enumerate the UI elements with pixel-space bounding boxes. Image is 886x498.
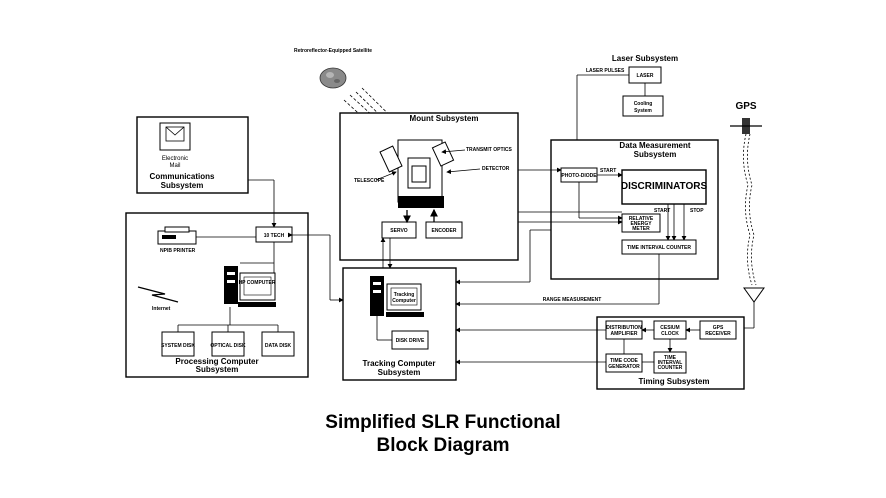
- discriminators-box: [621, 169, 707, 205]
- optical-disk: OPTICAL DISK: [210, 331, 246, 357]
- disk-drive-label: DISK DRIVE: [396, 338, 425, 344]
- photodiode-label: PHOTO-DIODE: [561, 173, 597, 179]
- satellite-icon: [319, 67, 347, 89]
- data-disk: DATA DISK: [261, 331, 295, 357]
- tcg-label-1: TIME CODE: [610, 358, 638, 364]
- tracking-subsystem: Tracking Computer DISK DRIVE Tracking Co…: [342, 267, 457, 381]
- mount-label: Mount Subsystem: [410, 114, 479, 123]
- computer-label: HP COMPUTER: [239, 280, 276, 286]
- internet-label: Internet: [152, 306, 171, 312]
- timing-label: Timing Subsystem: [639, 377, 710, 386]
- communications-label-1: Communications: [150, 172, 215, 181]
- laser-label: LASER: [637, 73, 654, 79]
- gps-antenna-icon: [743, 287, 765, 303]
- telescope-label: TELESCOPE: [354, 178, 385, 184]
- energy-label-2: ENERGY: [630, 221, 652, 227]
- timing-tic-label-3: COUNTER: [658, 365, 683, 371]
- printer-label: NPIB PRINTER: [160, 248, 196, 254]
- email-label-2: Mail: [169, 163, 180, 169]
- transmit-optics-label: TRANSMIT OPTICS: [466, 147, 512, 153]
- optical-disk-label: OPTICAL DISK: [210, 343, 246, 349]
- communications-label-2: Subsystem: [161, 181, 204, 190]
- energy-label-3: METER: [632, 226, 650, 232]
- tracking-label-1: Tracking Computer: [363, 359, 436, 368]
- lightning-icon: [137, 286, 179, 303]
- tic-label: TIME INTERVAL COUNTER: [627, 245, 691, 251]
- laser-pulses-label: LASER PULSES: [586, 68, 625, 74]
- gps-receiver-label-1: GPS: [713, 325, 724, 331]
- tracking-tower-icon: [370, 276, 384, 316]
- laser-subsystem-label: Laser Subsystem: [612, 54, 678, 63]
- timing-tic-label-2: INTERVAL: [658, 360, 683, 366]
- keyboard-icon: [238, 302, 276, 307]
- gps-label: GPS: [735, 101, 756, 112]
- processing-label-1: Processing Computer: [175, 357, 258, 366]
- tcg-label-2: GENERATOR: [608, 364, 640, 370]
- tracking-keyboard-icon: [386, 312, 424, 317]
- servo-box: [381, 221, 417, 239]
- gps-receiver-label-2: RECEIVER: [705, 331, 731, 337]
- satellite-label: Retroreflector-Equipped Satellite: [294, 48, 372, 54]
- processing-label-2: Subsystem: [196, 365, 239, 374]
- encoder-label: ENCODER: [431, 228, 456, 234]
- timing-tic-label-1: TIME: [664, 355, 677, 361]
- tracking-computer-label-1: Tracking: [394, 292, 415, 298]
- diagram-title-line1: Simplified SLR Functional: [325, 412, 560, 433]
- discriminators-label: DISCRIMINATORS: [621, 181, 708, 192]
- data-measurement-subsystem: Data Measurement Subsystem PHOTO-DIODE S…: [550, 139, 719, 280]
- satellite: Retroreflector-Equipped Satellite: [294, 48, 372, 89]
- range-measurement-label: RANGE MEASUREMENT: [543, 297, 602, 303]
- servo-label: SERVO: [390, 228, 408, 234]
- tracking-label-2: Subsystem: [378, 368, 421, 377]
- stop-label: STOP: [690, 208, 704, 214]
- distribution-label-2: AMPLIFIER: [611, 331, 638, 337]
- start-label: START: [600, 168, 616, 174]
- dm-label-2: Subsystem: [634, 150, 677, 159]
- dm-label-1: Data Measurement: [619, 141, 690, 150]
- timing-subsystem: DISTRIBUTION AMPLIFIER CESIUM CLOCK GPS …: [596, 316, 745, 390]
- cesium-label-2: CLOCK: [661, 331, 679, 337]
- cooling-label-1: Cooling: [634, 101, 653, 107]
- modem-label: 10 TECH: [264, 233, 285, 239]
- cooling-box: [622, 95, 664, 117]
- system-disk-label: SYSTEM DISK: [161, 343, 195, 349]
- pc-tower-icon: [224, 266, 238, 304]
- cooling-label-2: System: [634, 108, 652, 114]
- processing-subsystem: NPIB PRINTER 10 TECH HP COMPUTER Interne…: [125, 212, 309, 378]
- tracking-computer-label-2: Computer: [392, 298, 416, 304]
- communications-subsystem: Electronic Mail Communications Subsystem: [136, 116, 249, 194]
- distribution-label-1: DISTRIBUTION: [606, 325, 642, 331]
- email-label-1: Electronic: [162, 156, 188, 162]
- start2-label: START: [654, 208, 670, 214]
- encoder-box: [425, 221, 463, 239]
- system-disk: SYSTEM DISK: [161, 331, 195, 357]
- data-disk-label: DATA DISK: [265, 343, 292, 349]
- laser-subsystem: Laser Subsystem LASER Cooling System LAS…: [574, 54, 678, 169]
- cesium-label-1: CESIUM: [660, 325, 679, 331]
- detector-label: DETECTOR: [482, 166, 510, 172]
- diagram-title-line2: Block Diagram: [376, 435, 509, 456]
- energy-label-1: RELATIVE: [629, 216, 654, 222]
- gps-antenna: GPS: [730, 101, 765, 331]
- mount-subsystem: Mount Subsystem TRANSMIT OPTICS DETECTOR…: [339, 112, 519, 261]
